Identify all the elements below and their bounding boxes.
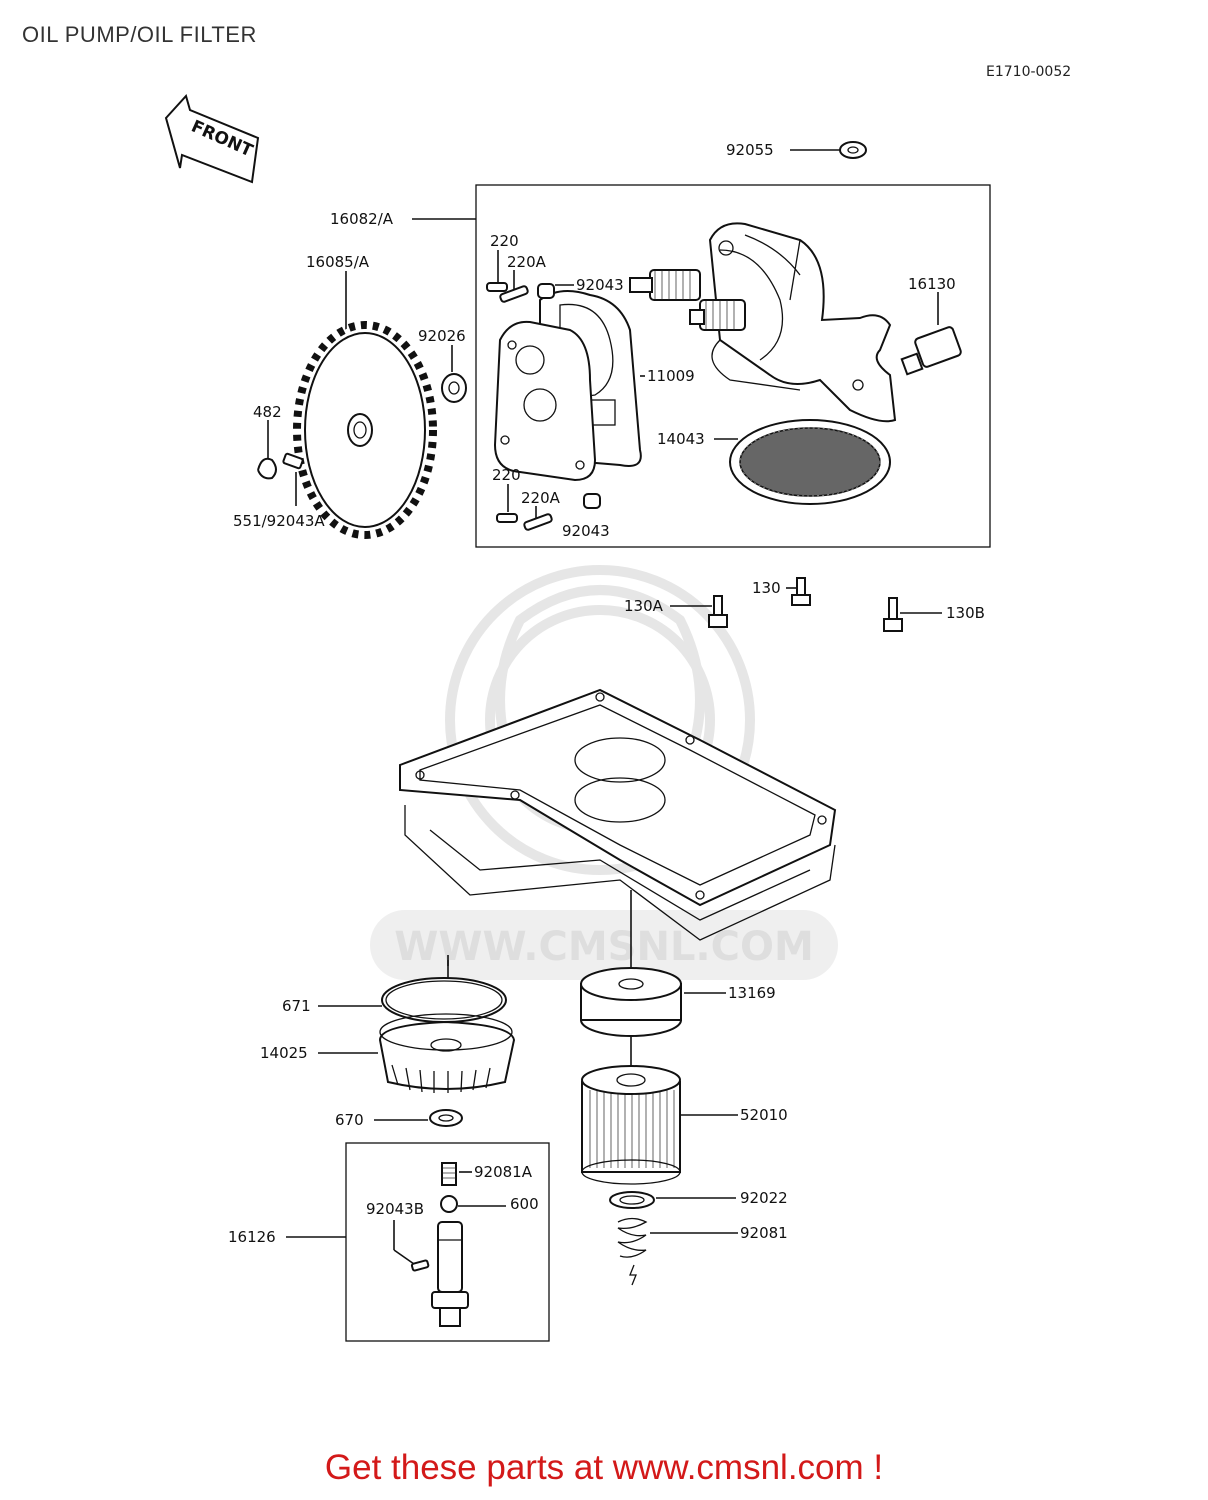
part-220-bottom[interactable]: 220 bbox=[492, 466, 521, 523]
part-52010[interactable]: 52010 bbox=[581, 1037, 788, 1185]
label-11009: 11009 bbox=[647, 367, 695, 385]
pump-cover[interactable] bbox=[493, 320, 597, 482]
part-92081[interactable]: 92081 bbox=[617, 1217, 788, 1286]
label-16082A: 16082/A bbox=[330, 210, 394, 228]
part-92081A[interactable]: 92081A bbox=[441, 1162, 533, 1186]
label-92043B: 92043B bbox=[366, 1200, 424, 1218]
part-600[interactable]: 600 bbox=[440, 1195, 539, 1213]
oil-pump-body[interactable] bbox=[708, 222, 897, 423]
label-92043-top: 92043 bbox=[576, 276, 624, 294]
filter-pleats bbox=[589, 1090, 675, 1168]
part-670[interactable]: 670 bbox=[335, 1109, 463, 1129]
label-220-top: 220 bbox=[490, 232, 519, 250]
label-13169: 13169 bbox=[728, 984, 776, 1002]
pump-gear-lower[interactable] bbox=[689, 299, 746, 331]
label-600: 600 bbox=[510, 1195, 539, 1213]
part-671[interactable]: 671 bbox=[282, 960, 507, 1023]
oil-pump-assembly-box bbox=[475, 184, 991, 548]
label-482: 482 bbox=[253, 403, 282, 421]
part-130A[interactable]: 130A bbox=[624, 595, 728, 628]
oil-pan-gasket[interactable] bbox=[399, 688, 837, 907]
part-220A-top[interactable]: 220A bbox=[499, 253, 547, 303]
page-title: OIL PUMP/OIL FILTER bbox=[22, 22, 257, 47]
label-52010: 52010 bbox=[740, 1106, 788, 1124]
part-13169[interactable]: 13169 bbox=[580, 967, 776, 1037]
label-92026: 92026 bbox=[418, 327, 466, 345]
label-130B: 130B bbox=[946, 604, 985, 622]
part-16130[interactable]: 16130 bbox=[900, 275, 962, 376]
diagram-code: E1710-0052 bbox=[986, 64, 1072, 80]
part-130[interactable]: 130 bbox=[752, 577, 811, 606]
label-671: 671 bbox=[282, 997, 311, 1015]
cta-banner[interactable]: Get these parts at www.cmsnl.com ! bbox=[324, 1448, 884, 1487]
label-220-bottom: 220 bbox=[492, 466, 521, 484]
part-551-92043A[interactable]: 551/92043A bbox=[233, 452, 325, 530]
part-16126[interactable]: 16126 bbox=[228, 1228, 346, 1246]
front-arrow-icon: FRONT bbox=[164, 93, 260, 184]
relief-valve-assembly-box bbox=[345, 1142, 550, 1342]
part-220A-bottom[interactable]: 220A bbox=[521, 489, 561, 531]
label-16126: 16126 bbox=[228, 1228, 276, 1246]
watermark-logo: WWW.CMSNL.COM bbox=[370, 565, 838, 980]
label-130: 130 bbox=[752, 579, 781, 597]
part-92055[interactable]: 92055 bbox=[726, 141, 867, 159]
label-16130: 16130 bbox=[908, 275, 956, 293]
relief-valve-body[interactable] bbox=[431, 1221, 469, 1327]
label-551-92043A: 551/92043A bbox=[233, 512, 325, 530]
oil-pan[interactable] bbox=[404, 737, 836, 975]
label-220A-bottom: 220A bbox=[521, 489, 561, 507]
label-92043-bottom: 92043 bbox=[562, 522, 610, 540]
part-92043-bottom[interactable]: 92043 bbox=[562, 493, 610, 540]
part-92043-top[interactable]: 92043 bbox=[537, 276, 624, 299]
part-482[interactable]: 482 bbox=[253, 403, 282, 480]
part-16085A[interactable]: 16085/A bbox=[293, 253, 437, 539]
part-220-top[interactable]: 220 bbox=[486, 232, 519, 292]
pump-gear-upper[interactable] bbox=[629, 269, 701, 301]
label-92081: 92081 bbox=[740, 1224, 788, 1242]
part-92026[interactable]: 92026 bbox=[418, 327, 467, 403]
label-14025: 14025 bbox=[260, 1044, 308, 1062]
label-92022: 92022 bbox=[740, 1189, 788, 1207]
label-14043: 14043 bbox=[657, 430, 705, 448]
label-220A-top: 220A bbox=[507, 253, 547, 271]
label-16085A: 16085/A bbox=[306, 253, 370, 271]
part-92022[interactable]: 92022 bbox=[609, 1189, 788, 1209]
label-92081A: 92081A bbox=[474, 1163, 533, 1181]
label-670: 670 bbox=[335, 1111, 364, 1129]
part-14025[interactable]: 14025 bbox=[260, 1013, 516, 1093]
label-130A: 130A bbox=[624, 597, 664, 615]
part-16082A[interactable]: 16082/A bbox=[330, 210, 476, 228]
part-92043B[interactable]: 92043B bbox=[366, 1200, 430, 1272]
watermark-text: WWW.CMSNL.COM bbox=[394, 924, 814, 970]
part-14043[interactable]: 14043 bbox=[657, 419, 891, 505]
part-130B[interactable]: 130B bbox=[883, 597, 985, 632]
label-92055: 92055 bbox=[726, 141, 774, 159]
